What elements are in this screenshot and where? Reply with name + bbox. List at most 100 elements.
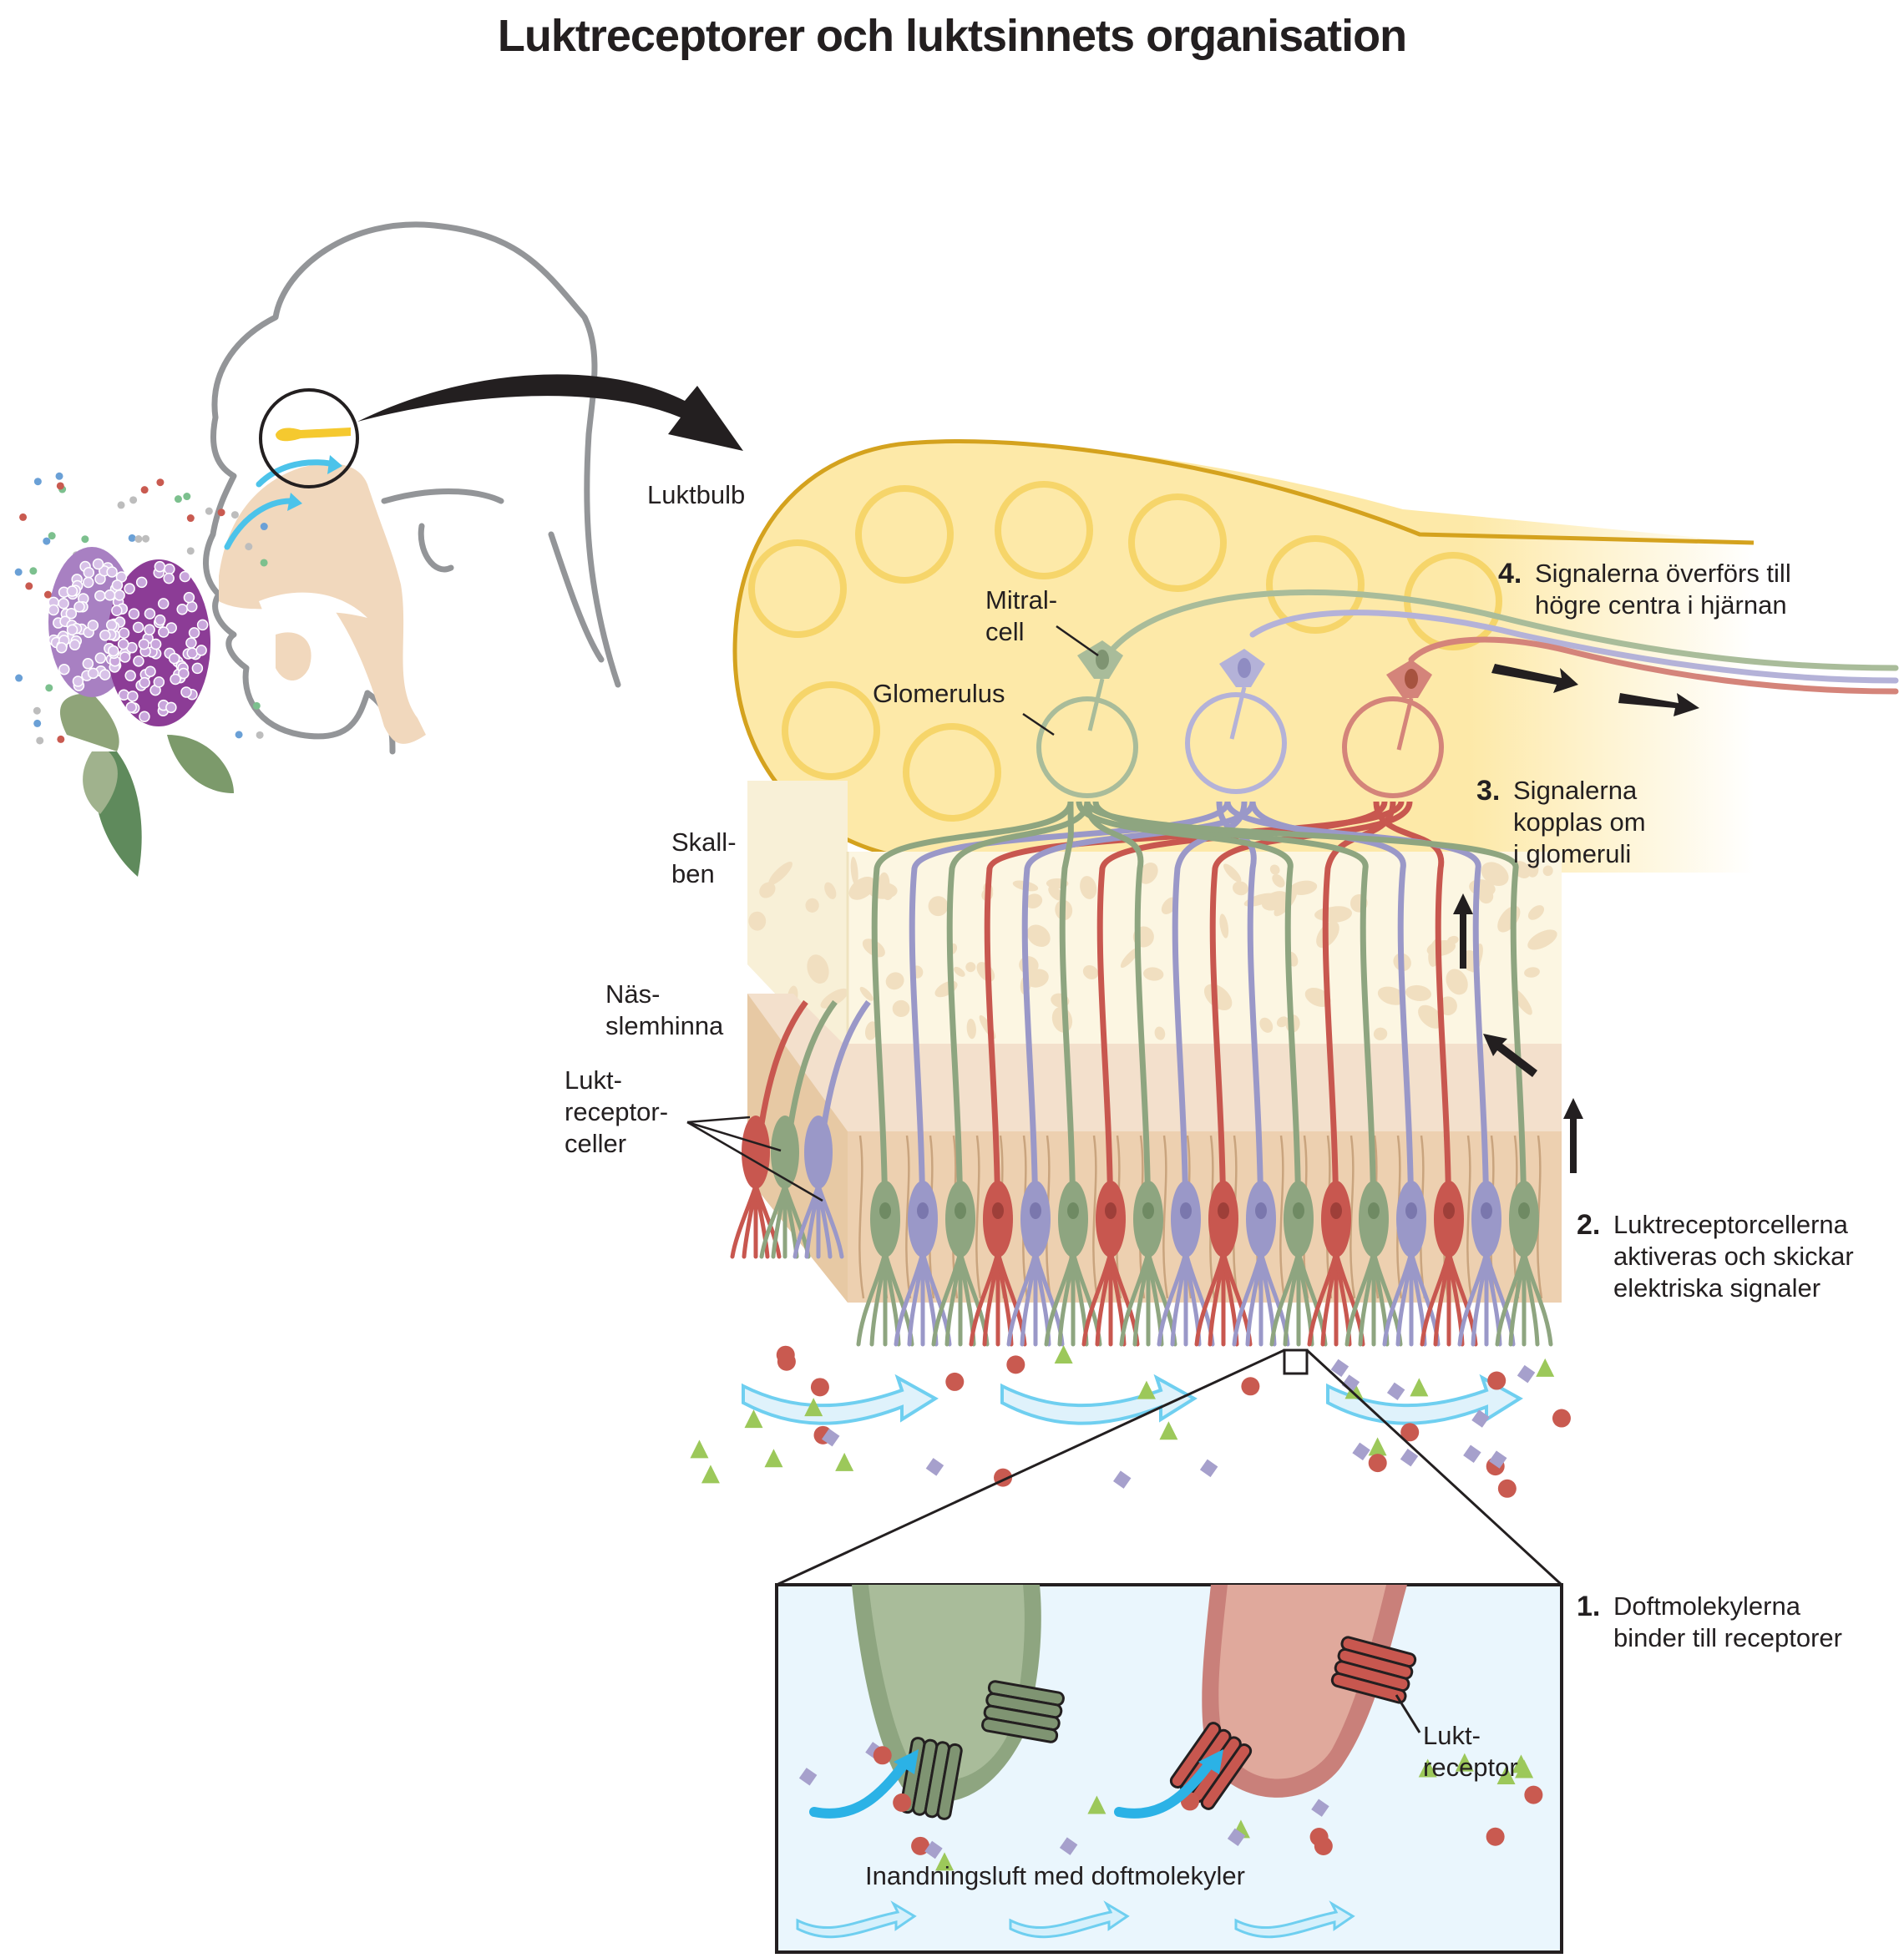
floret [164, 563, 175, 575]
floret [104, 589, 116, 601]
floret [72, 675, 84, 687]
olfactory-receptor-protein [1330, 1636, 1417, 1704]
receptor-helix [1330, 1672, 1407, 1704]
bone-spot [1203, 984, 1233, 1010]
receptor-axon [1076, 801, 1302, 1237]
floret [154, 614, 166, 626]
floret [56, 642, 68, 654]
receptor-axon [1059, 801, 1076, 1237]
glomerulus-ring [748, 539, 847, 638]
receptor-cell-nucleus [1180, 1202, 1192, 1219]
page-title: Luktreceptorer och luktsinnets organisat… [497, 11, 1407, 61]
bone-spot [850, 857, 858, 886]
molecule-square [1471, 1409, 1490, 1428]
step-3: 3. Signalerna kopplas om i glomeruli [1476, 775, 1646, 868]
glomerulus-ring [1128, 493, 1227, 592]
step-2: 2. Luktreceptorcellerna aktiveras och sk… [1577, 1209, 1854, 1303]
floret [153, 676, 165, 688]
floret [66, 585, 78, 597]
glomerulus-ring [1266, 535, 1365, 634]
floret [87, 667, 99, 680]
floret [114, 589, 125, 601]
floret [170, 673, 181, 686]
scent-dot [48, 532, 56, 540]
bone-spot [1481, 862, 1509, 887]
mitral-cell-nucleus [1096, 650, 1109, 670]
floret [83, 566, 95, 579]
floret [186, 647, 198, 659]
receptor-axon [871, 801, 1074, 1237]
bone-spot [1527, 905, 1545, 920]
receptor-cell-body [804, 1116, 833, 1189]
molecule-square [798, 1768, 818, 1786]
step-4: 4. Signalerna överförs till högre centra… [1498, 558, 1791, 620]
bone-spot [928, 896, 949, 917]
scent-dot [230, 511, 239, 519]
floret [163, 572, 175, 584]
floret [139, 676, 150, 689]
molecule-triangle [835, 1452, 854, 1471]
bone-spot [1276, 1016, 1289, 1028]
olfactory-receptor-protein [981, 1680, 1065, 1743]
molecule-triangle [1054, 1344, 1073, 1364]
bone-spot [1418, 1004, 1443, 1029]
scent-dot [45, 684, 53, 692]
molecule-circle [1552, 1409, 1571, 1428]
molecule-triangle [1496, 1766, 1516, 1785]
zoom-arrow [357, 374, 743, 451]
floret [58, 598, 69, 610]
label-olfactory-bulb: Luktbulb [647, 480, 746, 509]
bone-spot [1269, 864, 1280, 875]
bone-spot [885, 972, 904, 990]
scent-dot [25, 582, 33, 590]
scent-dot [43, 537, 51, 545]
molecule-square [1352, 1442, 1370, 1461]
mucosa-cell-line [1162, 1135, 1169, 1299]
mitral-cell-nucleus [1238, 658, 1251, 678]
step-1: 1. Doftmolekylerna binder till receptore… [1577, 1591, 1842, 1652]
bone-spot [1377, 986, 1406, 1005]
molecule-square [1400, 1448, 1419, 1467]
scent-dot [186, 514, 195, 523]
floret [144, 608, 156, 620]
receptor-cilium [1522, 1250, 1553, 1347]
molecule-triangle [701, 1465, 720, 1484]
molecule-triangle [1087, 1795, 1106, 1814]
scent-dot [129, 496, 138, 504]
inset-air-arrow [796, 1900, 917, 1939]
floret [191, 662, 204, 675]
scent-dot [56, 482, 64, 490]
scent-dot [81, 535, 89, 544]
bone-spot [892, 999, 910, 1018]
receptor-cell-body [742, 1116, 770, 1189]
scent-dot [55, 472, 63, 480]
molecule-triangle [804, 1398, 823, 1417]
molecule-square [925, 1458, 944, 1476]
mucosa-cell-line [975, 1135, 982, 1299]
floret [124, 670, 136, 681]
scent-dot [245, 543, 253, 551]
floret [87, 620, 99, 631]
bone-spot [805, 898, 819, 913]
bone-spot [1223, 863, 1242, 883]
bone-spot [1154, 1026, 1166, 1040]
mucosa-cell-line [858, 1135, 865, 1299]
molecule-square [1330, 1358, 1350, 1378]
molecule-circle [1497, 1479, 1517, 1498]
scent-molecules-air [14, 472, 268, 745]
receptor-cell-nucleus [1255, 1202, 1267, 1219]
molecule-square [1386, 1382, 1405, 1401]
scent-dot [256, 731, 264, 739]
molecule-triangle [764, 1449, 783, 1468]
receptor-cell-nucleus [992, 1202, 1004, 1219]
mitral-dendrite [1087, 678, 1105, 731]
floret [105, 619, 118, 631]
receptor-cell-nucleus [955, 1202, 966, 1219]
receptor-cell-body [771, 1116, 799, 1189]
floret [117, 638, 129, 650]
molecule-triangle [1410, 1378, 1429, 1397]
bone-spot [859, 986, 874, 1001]
molecule-circle [1006, 1355, 1025, 1374]
inset-caption: Inandningsluft med doftmolekyler [865, 1861, 1245, 1890]
lilac-flower [48, 547, 234, 877]
